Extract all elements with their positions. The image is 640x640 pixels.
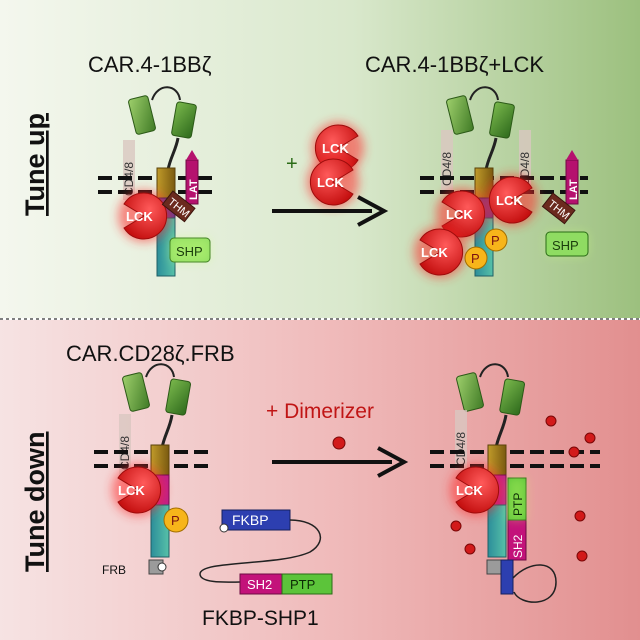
title-car-cd28-frb: CAR.CD28ζ.FRB — [66, 341, 235, 366]
lat-label: LAT — [188, 179, 200, 200]
arrow-bottom — [272, 446, 409, 478]
car-top-right: CD4/8 CD4/8 LCK LCK LCK P P LAT THM SHP — [414, 86, 589, 278]
ptp-label-right: PTP — [511, 493, 525, 516]
tune-up-label: Tune up — [20, 113, 50, 216]
lck-right-2: LCK — [496, 193, 523, 208]
ptp-label: PTP — [290, 577, 315, 592]
sh2-label: SH2 — [247, 577, 272, 592]
plus-sign: + — [286, 153, 298, 175]
dimerizer-label: + Dimerizer — [266, 400, 374, 423]
shp-label-right: SHP — [552, 238, 579, 253]
title-car-41bb-lck: CAR.4-1BBζ+LCK — [365, 52, 544, 77]
p-label-top-1: P — [471, 251, 480, 266]
title-car-41bb: CAR.4-1BBζ — [88, 52, 212, 77]
tune-down-label: Tune down — [20, 432, 50, 572]
lat-label-right: LAT — [568, 179, 580, 200]
p-label-top-2: P — [491, 233, 500, 248]
lck-bottom-right: LCK — [456, 483, 483, 498]
lck-right-1: LCK — [446, 207, 473, 222]
lck-right-3: LCK — [421, 245, 448, 260]
cd48-label-bottom-right: CD4/8 — [454, 432, 468, 466]
frb-label: FRB — [102, 563, 126, 577]
fkbp-shp1-fusion: FKBP SH2 PTP FKBP-SHP1 — [199, 509, 333, 630]
car-bottom-left: CD4/8 LCK P FRB — [94, 363, 214, 577]
free-lck-label-1: LCK — [322, 141, 349, 156]
shp-label: SHP — [176, 244, 203, 259]
car-top-left: CD4/8 LCK LAT THM SHP — [98, 86, 216, 277]
lck-label: LCK — [126, 209, 153, 224]
lck-bottom-left: LCK — [118, 483, 145, 498]
free-lck-label-2: LCK — [317, 175, 344, 190]
car-bottom-right: CD4/8 LCK SH2 PTP — [430, 363, 600, 603]
cd48-label-right-1: CD4/8 — [440, 152, 454, 186]
arrow-top — [272, 195, 389, 227]
sh2-label-right: SH2 — [511, 534, 525, 558]
p-label-bottom: P — [171, 513, 180, 528]
free-lck: LCK LCK — [307, 122, 364, 208]
fkbp-shp1-label: FKBP-SHP1 — [202, 607, 319, 630]
fkbp-label: FKBP — [232, 512, 269, 528]
